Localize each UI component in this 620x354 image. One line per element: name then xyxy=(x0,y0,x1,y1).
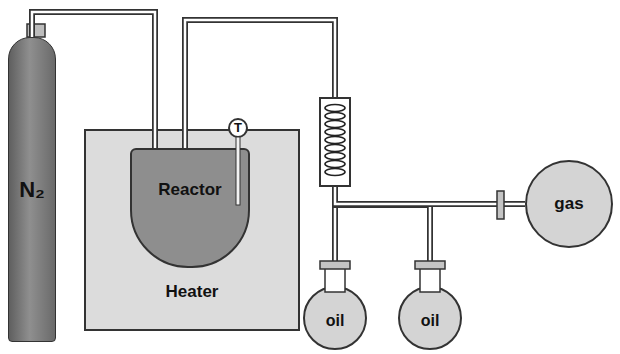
node-label: oil xyxy=(421,312,440,330)
gas-sphere: gas xyxy=(525,160,613,248)
node-label: Reactor xyxy=(158,180,221,200)
heater-fill xyxy=(85,130,299,330)
node-label: N₂ xyxy=(19,177,45,202)
node-label: Heater xyxy=(166,282,219,302)
gas-valve xyxy=(497,191,504,219)
node-label: gas xyxy=(554,194,583,214)
node-label: T xyxy=(234,121,242,136)
reactor-vessel: Reactor xyxy=(130,148,250,268)
flask-neck xyxy=(415,261,445,292)
condenser xyxy=(320,98,350,186)
flask-bulb: oil xyxy=(398,286,462,350)
node-label: oil xyxy=(326,312,345,330)
flask-bulb: oil xyxy=(303,286,367,350)
heater-box: Heater Reactor xyxy=(85,130,299,330)
thermometer-dial: T xyxy=(228,118,248,138)
thermometer-probe xyxy=(236,137,240,205)
gas-cylinder: N₂ xyxy=(8,37,56,342)
flask-neck xyxy=(320,261,350,292)
